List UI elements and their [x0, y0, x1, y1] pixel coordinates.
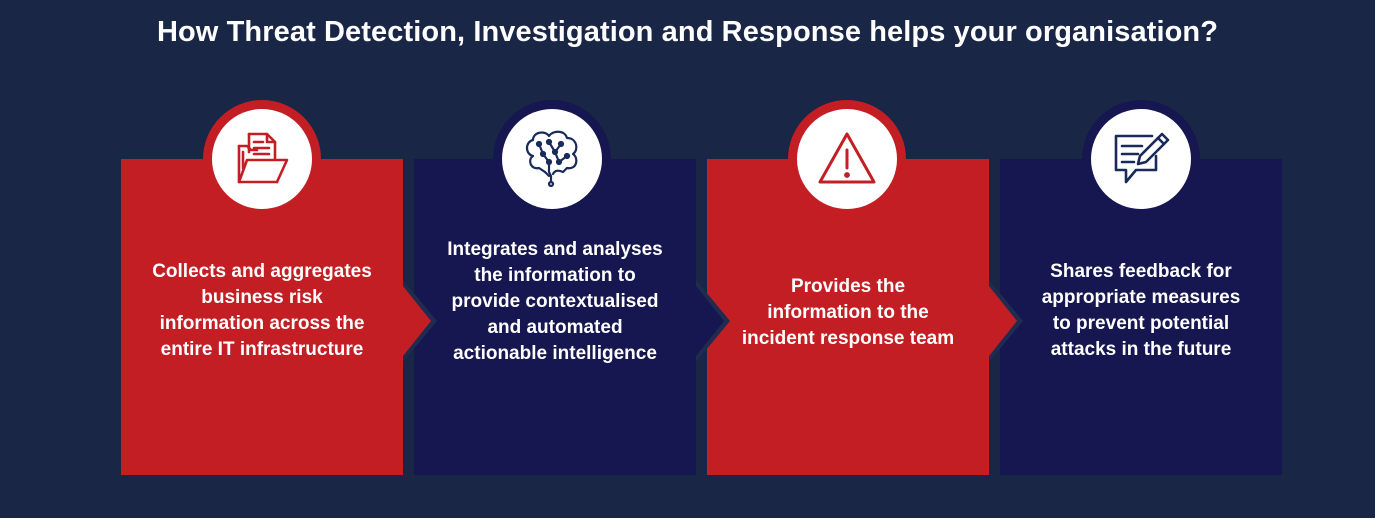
step-1-text: Collects and aggregates business risk in…: [152, 261, 372, 360]
feedback-chat-edit-icon: [1114, 132, 1170, 184]
brain-circuit-icon: [525, 130, 578, 188]
icon-circle: [1091, 109, 1191, 209]
step-4-text: Shares feedback for appropriate measures…: [1041, 261, 1241, 360]
icon-badge: [493, 100, 611, 218]
step-3-text: Provides the information to the incident…: [741, 276, 955, 349]
arrow-connector: [403, 286, 431, 356]
icon-circle: [797, 109, 897, 209]
icon-badge: [1082, 100, 1200, 218]
step-text: Provides the information to the incident…: [707, 274, 989, 352]
icon-badge: [788, 100, 906, 218]
arrow-connector: [696, 286, 724, 356]
page-title: How Threat Detection, Investigation and …: [156, 16, 1219, 48]
icon-circle: [212, 109, 312, 209]
document-folder-icon: [237, 132, 289, 184]
step-2-text: Integrates and analyses the information …: [447, 239, 663, 364]
step-text: Shares feedback for appropriate measures…: [1000, 259, 1282, 363]
icon-badge: [203, 100, 321, 218]
icon-circle: [502, 109, 602, 209]
step-text: Collects and aggregates business risk in…: [121, 259, 403, 363]
warning-triangle-icon: [818, 132, 876, 184]
arrow-connector: [989, 286, 1017, 356]
step-text: Integrates and analyses the information …: [414, 237, 696, 367]
